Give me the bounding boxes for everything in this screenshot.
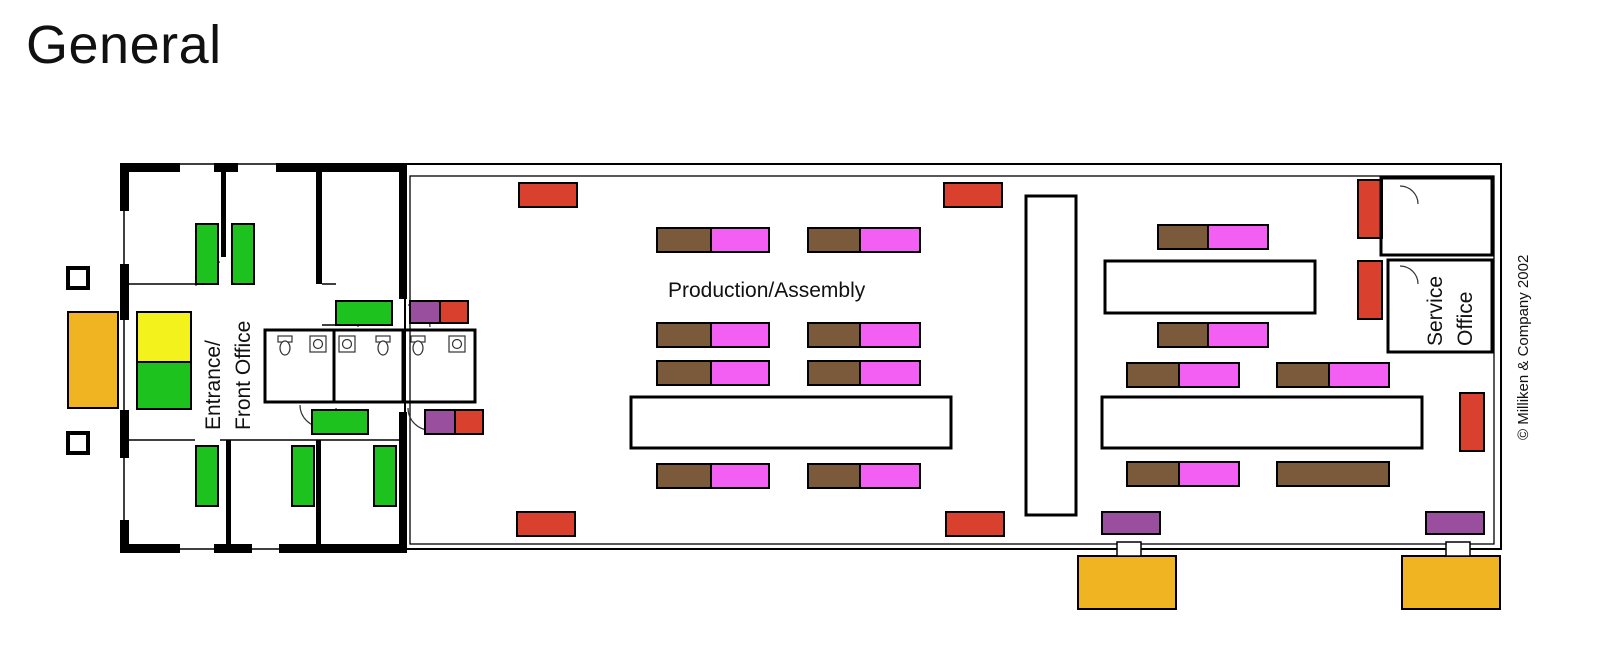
entrance-label-line2: Front Office xyxy=(232,321,255,430)
production-area-label: Production/Assembly xyxy=(668,279,866,302)
workbench xyxy=(807,463,921,489)
workbench xyxy=(807,322,921,348)
workbench xyxy=(656,463,770,489)
workbench xyxy=(656,322,770,348)
building-outline xyxy=(123,163,1502,550)
red-markers xyxy=(516,179,1485,537)
workbenches xyxy=(656,224,1390,489)
green-markers xyxy=(195,223,397,507)
service-office xyxy=(1379,176,1494,354)
service-office-label-line1: Service xyxy=(1424,276,1447,346)
copyright-text: © Milliken & Company 2002 xyxy=(1515,255,1532,440)
service-office-label-line2: Office xyxy=(1454,292,1477,346)
entrance-label: Entrance/ Front Office xyxy=(202,321,255,430)
copyright-notice: © Milliken & Company 2002 xyxy=(1515,255,1532,440)
purple-markers xyxy=(1101,511,1485,535)
front-office-walls xyxy=(120,163,407,553)
workbench xyxy=(656,360,770,386)
workbench xyxy=(807,360,921,386)
front-office-partitions xyxy=(124,283,477,441)
page-title: General xyxy=(26,15,222,75)
entrance-label-line1: Entrance/ xyxy=(202,340,225,430)
entrance-post-markers xyxy=(66,266,90,455)
bottom-exit-doors xyxy=(1077,541,1501,610)
entrance-station-marker xyxy=(136,311,192,410)
workbench xyxy=(1126,461,1240,487)
workbench xyxy=(656,227,770,253)
workbench xyxy=(807,227,921,253)
purple-red-markers xyxy=(409,300,484,435)
workbench xyxy=(1276,461,1390,487)
service-office-label: Service Office xyxy=(1424,276,1477,346)
workbench xyxy=(1157,322,1269,348)
tables xyxy=(629,194,1424,517)
workbench xyxy=(1126,362,1240,388)
entrance-exit-door xyxy=(67,311,119,409)
workbench xyxy=(1157,224,1269,250)
workbench xyxy=(1276,362,1390,388)
restroom-fixtures xyxy=(277,335,466,356)
